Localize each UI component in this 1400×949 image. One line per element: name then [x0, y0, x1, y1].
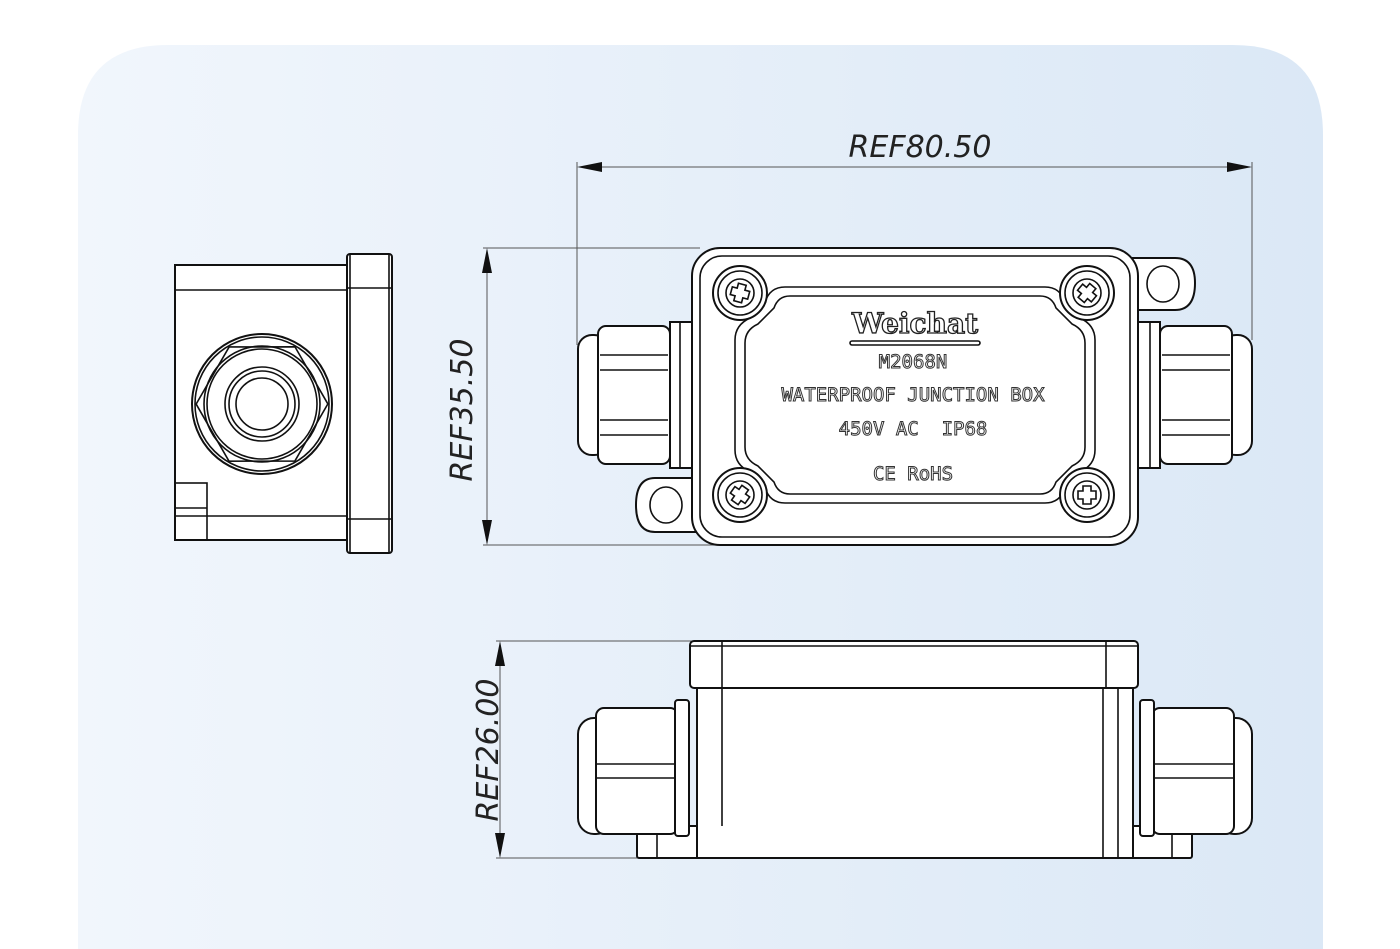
rating-text: 450V AC IP68	[839, 418, 988, 440]
depth-dimension: REF26.00	[471, 640, 695, 859]
front-view: Weichat M2068N WATERPROOF JUNCTION BOX 4…	[577, 247, 1253, 546]
side-view	[174, 253, 393, 554]
cable-gland-hex-nut	[191, 333, 333, 475]
depth-dimension-label: REF26.00	[471, 679, 506, 822]
cable-gland-left	[577, 321, 693, 469]
screw-top-left	[712, 265, 768, 321]
screw-bottom-right	[1059, 467, 1115, 523]
brand-logo: Weichat	[851, 307, 978, 340]
height-dimension-label: REF35.50	[445, 339, 480, 482]
product-name: WATERPROOF JUNCTION BOX	[781, 384, 1045, 406]
screw-top-right	[1059, 265, 1115, 321]
height-dimension: REF35.50	[445, 247, 720, 546]
width-dimension-label: REF80.50	[849, 130, 992, 165]
bottom-view	[577, 640, 1253, 859]
cable-gland-right-side	[1139, 699, 1253, 837]
model-number: M2068N	[879, 351, 948, 373]
cable-gland-right	[1137, 321, 1253, 469]
width-dimension: REF80.50	[576, 130, 1253, 345]
screw-bottom-left	[712, 467, 768, 523]
cable-gland-left-side	[577, 699, 690, 837]
certification-marks: CE RoHS	[873, 463, 953, 485]
